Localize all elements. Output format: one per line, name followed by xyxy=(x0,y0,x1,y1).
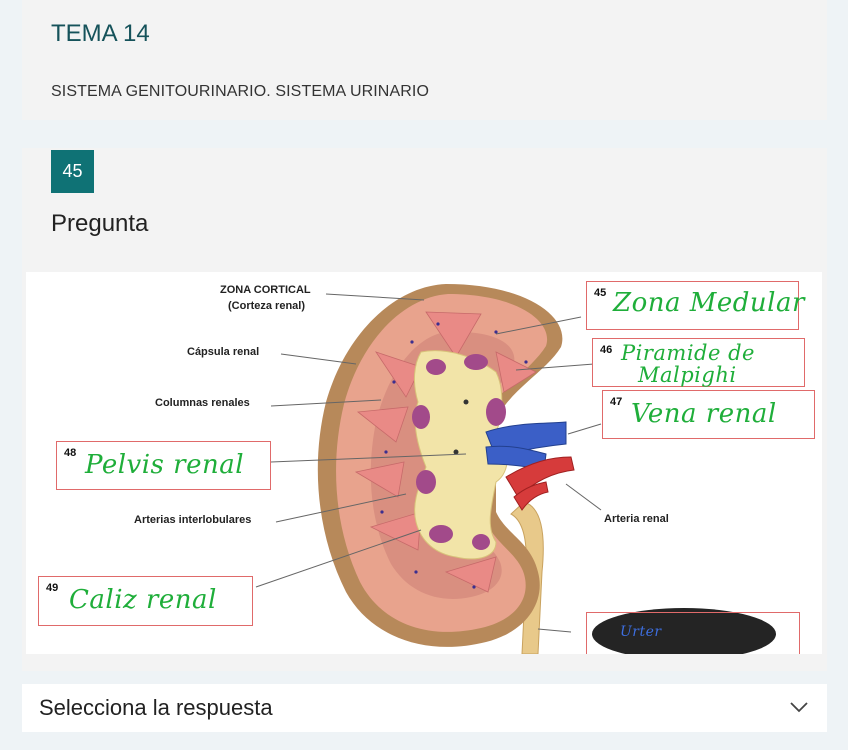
label-capsula-renal: Cápsula renal xyxy=(187,346,259,358)
chevron-down-icon xyxy=(789,696,809,716)
question-label: Pregunta xyxy=(51,210,148,238)
box-number-45: 45 xyxy=(594,287,606,299)
label-columnas-renales: Columnas renales xyxy=(155,397,250,409)
answer-box-47: 47 Vena renal xyxy=(602,390,815,439)
handwritten-46b: Malpighi xyxy=(638,363,737,387)
answer-box-45: 45 Zona Medular xyxy=(586,281,799,330)
answer-box-48: 48 Pelvis renal xyxy=(56,441,271,490)
label-arteria-renal: Arteria renal xyxy=(604,513,669,525)
label-corteza-renal: (Corteza renal) xyxy=(228,300,305,312)
answer-select[interactable]: Selecciona la respuesta xyxy=(22,684,827,732)
handwritten-48: Pelvis renal xyxy=(85,450,244,480)
answer-box-49: 49 Caliz renal xyxy=(38,576,253,626)
box-number-47: 47 xyxy=(610,396,622,408)
answer-box-46: 46 Piramide de Malpighi xyxy=(592,338,805,387)
answer-select-placeholder: Selecciona la respuesta xyxy=(39,695,273,721)
handwritten-45: Zona Medular xyxy=(613,288,805,318)
handwritten-ureter: Urter xyxy=(620,624,662,640)
box-number-46: 46 xyxy=(600,344,612,356)
answer-box-ureter xyxy=(586,612,800,654)
question-number-badge: 45 xyxy=(51,150,94,193)
handwritten-49: Caliz renal xyxy=(69,585,217,615)
label-zona-cortical: ZONA CORTICAL xyxy=(220,284,311,296)
handwritten-46a: Piramide de xyxy=(621,341,755,365)
label-arterias-interlobulares: Arterias interlobulares xyxy=(134,514,251,526)
box-number-48: 48 xyxy=(64,447,76,459)
topic-subtitle: SISTEMA GENITOURINARIO. SISTEMA URINARIO xyxy=(51,83,429,101)
kidney-diagram: ZONA CORTICAL (Corteza renal) Cápsula re… xyxy=(26,272,822,654)
topic-title: TEMA 14 xyxy=(51,20,150,48)
topic-card: TEMA 14 SISTEMA GENITOURINARIO. SISTEMA … xyxy=(22,0,827,120)
box-number-49: 49 xyxy=(46,582,58,594)
handwritten-47: Vena renal xyxy=(631,399,777,429)
